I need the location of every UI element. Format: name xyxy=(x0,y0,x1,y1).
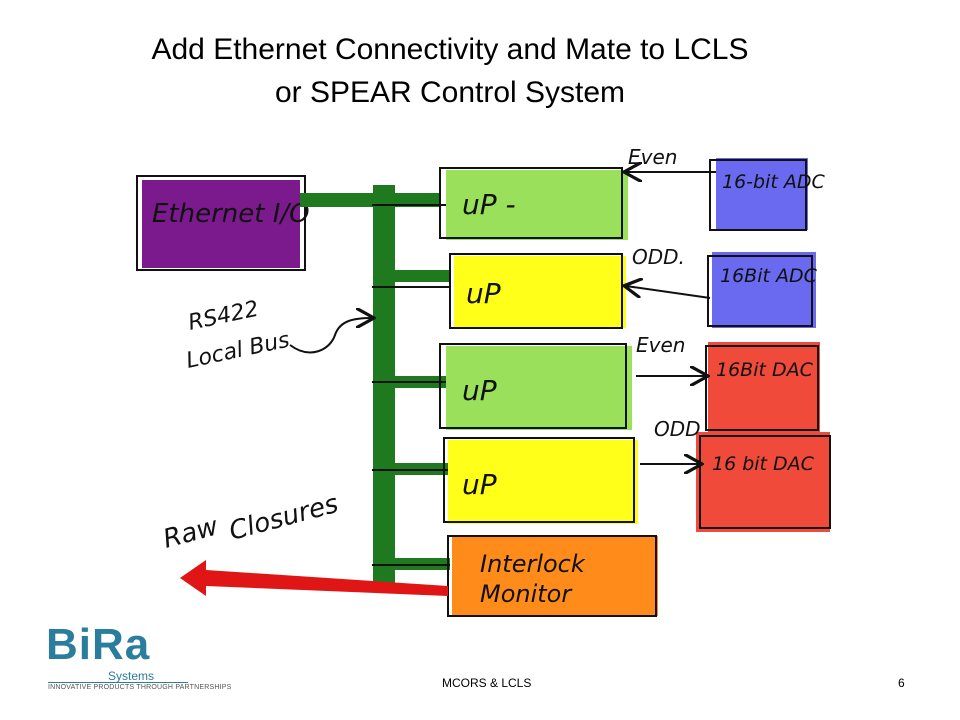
bus-label-line-2: Local Bus xyxy=(184,328,292,374)
logo-wordmark: BiRa xyxy=(46,620,151,669)
interlock-outline xyxy=(447,535,657,617)
logo-divider xyxy=(48,682,188,683)
dac-1-outline xyxy=(705,345,819,431)
logo-subtitle: Systems xyxy=(108,669,155,683)
bus-tap-1 xyxy=(380,270,450,282)
dac-block-1: 16Bit DAC xyxy=(705,342,820,432)
side-label-4: ODD xyxy=(654,417,701,441)
processor-block-1: uP - xyxy=(439,167,628,240)
processor-4-label: uP xyxy=(462,468,497,501)
dac-2-fill xyxy=(696,432,830,532)
adc-1-label: 16-bit ADC xyxy=(722,171,825,193)
processor-1-outline xyxy=(439,167,623,239)
adc-1-fill xyxy=(716,158,808,230)
adc-2-label: 16Bit ADC xyxy=(720,265,818,287)
side-label-1: Even xyxy=(628,145,677,169)
title-line-2: or SPEAR Control System xyxy=(274,76,626,109)
processor-3-label: uP xyxy=(462,374,497,407)
adc-2-fill xyxy=(712,252,816,328)
title-line-1: Add Ethernet Connectivity and Mate to LC… xyxy=(151,33,749,66)
processor-1-label: uP - xyxy=(462,188,516,221)
raw-closures-output: Raw Closures xyxy=(160,489,448,596)
adc-1-outline xyxy=(709,159,807,231)
page-number: 6 xyxy=(898,676,905,690)
processor-block-2: uP xyxy=(449,253,626,329)
local-bus xyxy=(300,185,450,585)
closures-label: Closures xyxy=(226,489,342,547)
adc-2-outline xyxy=(707,255,813,327)
dac-1-label: 16Bit DAC xyxy=(716,359,814,381)
slide-title: Add Ethernet Connectivity and Mate to LC… xyxy=(0,28,900,114)
footer-text: MCORS & LCLS xyxy=(442,676,532,690)
dac-block-2: 16 bit DAC xyxy=(696,432,831,532)
bus-annotation: RS422 Local Bus xyxy=(184,297,372,374)
side-label-2: ODD. xyxy=(632,245,685,269)
ethernet-label: Ethernet I/O xyxy=(152,199,310,229)
link-adc-2 xyxy=(626,286,711,299)
bus-link-ethernet xyxy=(300,193,440,207)
ethernet-box-fill xyxy=(142,180,300,268)
company-logo: BiRa Systems INNOVATIVE PRODUCTS THROUGH… xyxy=(46,620,231,696)
processor-block-3: uP xyxy=(439,343,632,430)
bus-label-line-1: RS422 xyxy=(186,297,261,336)
bus-pointer-arrow xyxy=(289,318,372,354)
dac-1-fill xyxy=(708,342,820,432)
processor-1-fill xyxy=(446,170,628,240)
processor-3-outline xyxy=(439,343,627,429)
ethernet-io-block: Ethernet I/O xyxy=(136,175,310,271)
interlock-monitor-block: Interlock Monitor xyxy=(447,535,658,617)
interlock-label-line-2: Monitor xyxy=(480,580,573,608)
processor-block-4: uP xyxy=(443,437,638,524)
adc-block-1: 16-bit ADC xyxy=(709,158,825,231)
converter-links xyxy=(626,172,716,464)
raw-label: Raw xyxy=(160,511,222,554)
processor-2-fill xyxy=(454,256,626,328)
interlock-fill xyxy=(452,536,658,616)
processor-4-outline xyxy=(443,437,635,523)
interlock-label-line-1: Interlock xyxy=(480,550,586,578)
logo-tagline: INNOVATIVE PRODUCTS THROUGH PARTNERSHIPS xyxy=(48,684,232,691)
processor-2-label: uP xyxy=(466,277,501,310)
ethernet-box-outline xyxy=(136,175,306,271)
processor-4-fill xyxy=(448,440,638,524)
dac-2-outline xyxy=(699,435,831,529)
dac-2-label: 16 bit DAC xyxy=(712,453,815,475)
side-label-3: Even xyxy=(636,333,685,357)
raw-closures-arrow xyxy=(180,560,448,596)
processor-3-fill xyxy=(446,346,632,430)
adc-block-2: 16Bit ADC xyxy=(707,252,818,328)
